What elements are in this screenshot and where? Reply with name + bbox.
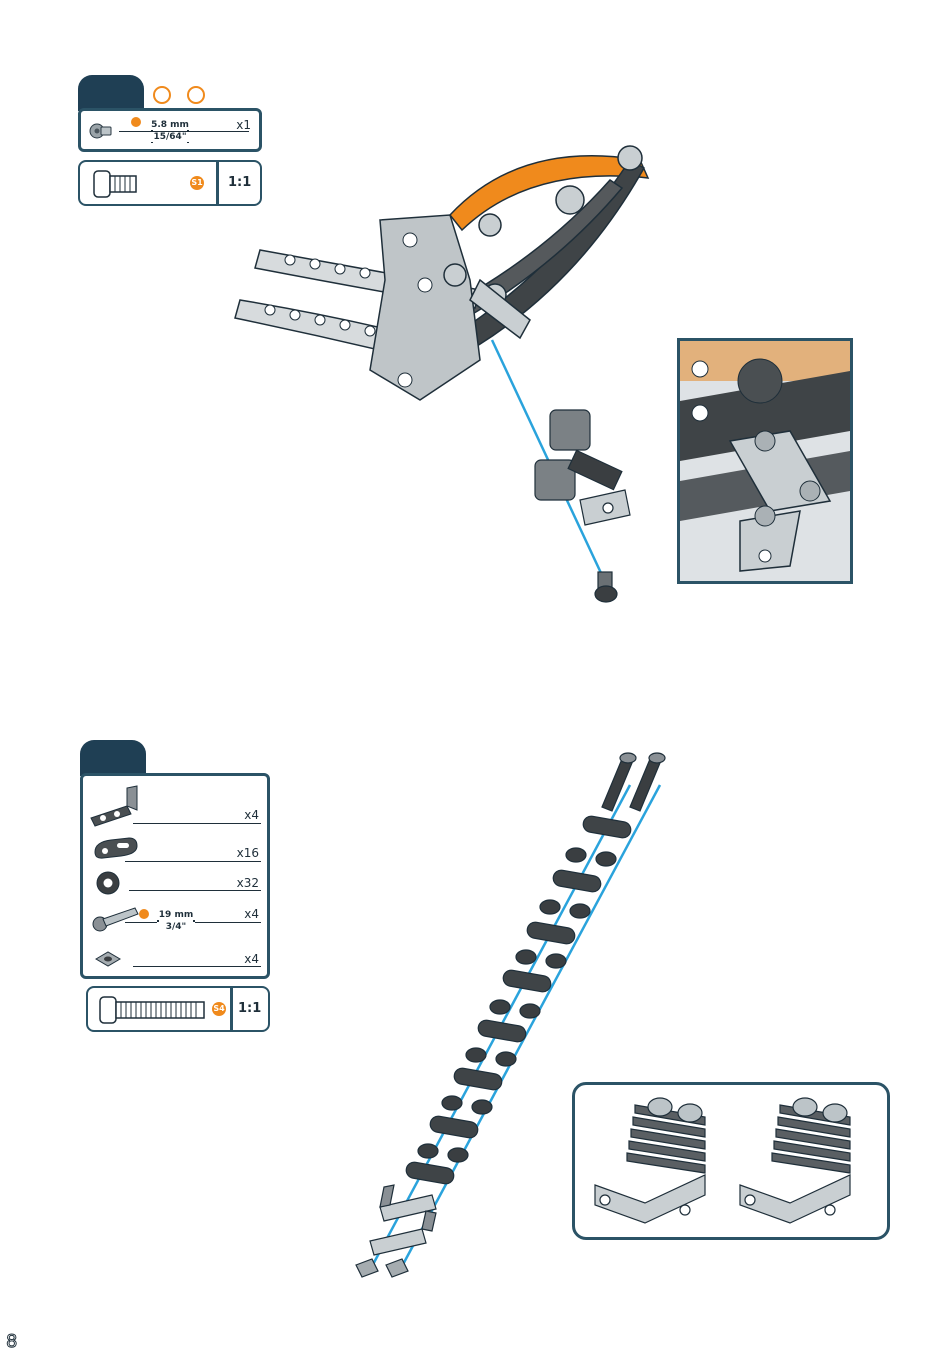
orange-circle-badge <box>187 86 205 104</box>
detail-inset-drawing <box>575 1085 887 1237</box>
part-code-badge <box>139 909 149 919</box>
scale-code-badge: S4 <box>212 1002 226 1016</box>
square-nut-icon <box>93 948 123 970</box>
slotted-strip-icon <box>91 834 139 862</box>
scale-guide-lower: S4 1:1 <box>86 986 270 1032</box>
part-code-badge <box>131 117 141 127</box>
claw-assembly-illustration <box>230 120 670 620</box>
scale-ratio: 1:1 <box>238 1001 261 1016</box>
bolt-scale-icon <box>98 994 208 1026</box>
page-number: 8 <box>6 1331 17 1352</box>
detail-inset-drawing <box>680 341 850 581</box>
detail-inset-lower <box>572 1082 890 1240</box>
qty-line <box>133 823 261 824</box>
part-quantity: x4 <box>244 907 259 921</box>
bolt-length-in: 15/64" <box>151 132 189 142</box>
qty-line <box>133 966 261 967</box>
bolt-long-icon <box>91 904 141 934</box>
qty-line <box>125 861 261 862</box>
part-quantity: x32 <box>237 876 259 890</box>
bolt-scale-icon <box>92 168 142 200</box>
step-tab-upper <box>78 75 144 111</box>
part-quantity: x4 <box>244 952 259 966</box>
part-quantity: x4 <box>244 808 259 822</box>
bolt-length-mm: 19 mm <box>157 910 195 920</box>
bolt-short-icon <box>89 121 113 141</box>
washer-icon <box>95 870 121 896</box>
part-quantity: x16 <box>237 846 259 860</box>
parts-list-lower: x4 x16 x32 19 mm 3/4" x4 x4 <box>80 773 270 979</box>
angle-bracket-icon <box>87 784 143 828</box>
bolt-length-mm: 5.8 mm <box>151 120 189 130</box>
scale-divider <box>230 988 233 1030</box>
bolt-length-in: 3/4" <box>157 922 195 932</box>
scale-divider <box>216 162 219 204</box>
qty-line <box>129 890 261 891</box>
detail-inset-upper <box>677 338 853 584</box>
scale-code-badge: S1 <box>190 176 204 190</box>
step-tab-lower <box>80 740 146 776</box>
orange-circle-badge <box>153 86 171 104</box>
